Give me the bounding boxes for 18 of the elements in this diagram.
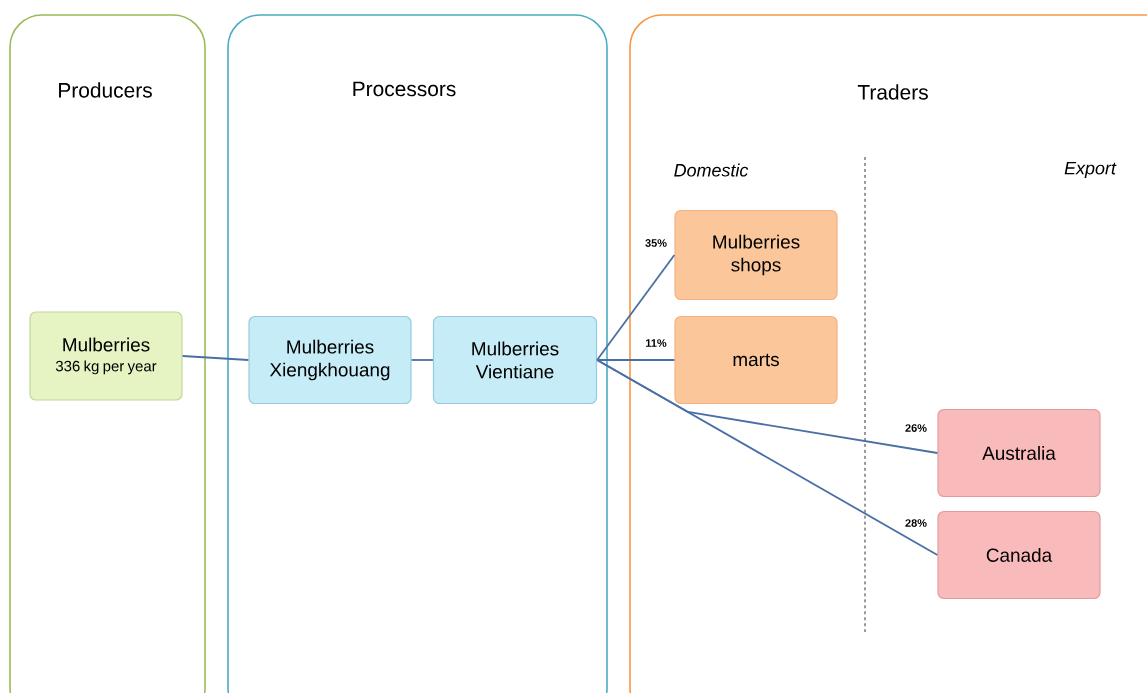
- connector-line: [596, 254, 676, 361]
- process-box: Mulberries 336 kg per year: [29, 311, 183, 401]
- process-box: Mulberries Xiengkhouang: [248, 315, 412, 405]
- edge-label: 11%: [644, 338, 668, 348]
- connector-line: [410, 359, 434, 361]
- edge-label: 28%: [904, 518, 928, 528]
- process-box: Canada: [937, 510, 1101, 600]
- process-box: Australia: [937, 408, 1101, 498]
- connector-line: [181, 355, 250, 361]
- process-box: Mulberries Vientiane: [432, 315, 598, 405]
- connector-line: [596, 359, 939, 556]
- section-heading: Export: [1064, 161, 1117, 178]
- connector-line: [596, 359, 676, 361]
- process-box: marts: [674, 315, 838, 405]
- process-box: Mulberries shops: [674, 209, 838, 301]
- section-heading: Domestic: [674, 163, 749, 177]
- edge-label: 35%: [644, 238, 668, 248]
- edge-label: 26%: [904, 423, 928, 433]
